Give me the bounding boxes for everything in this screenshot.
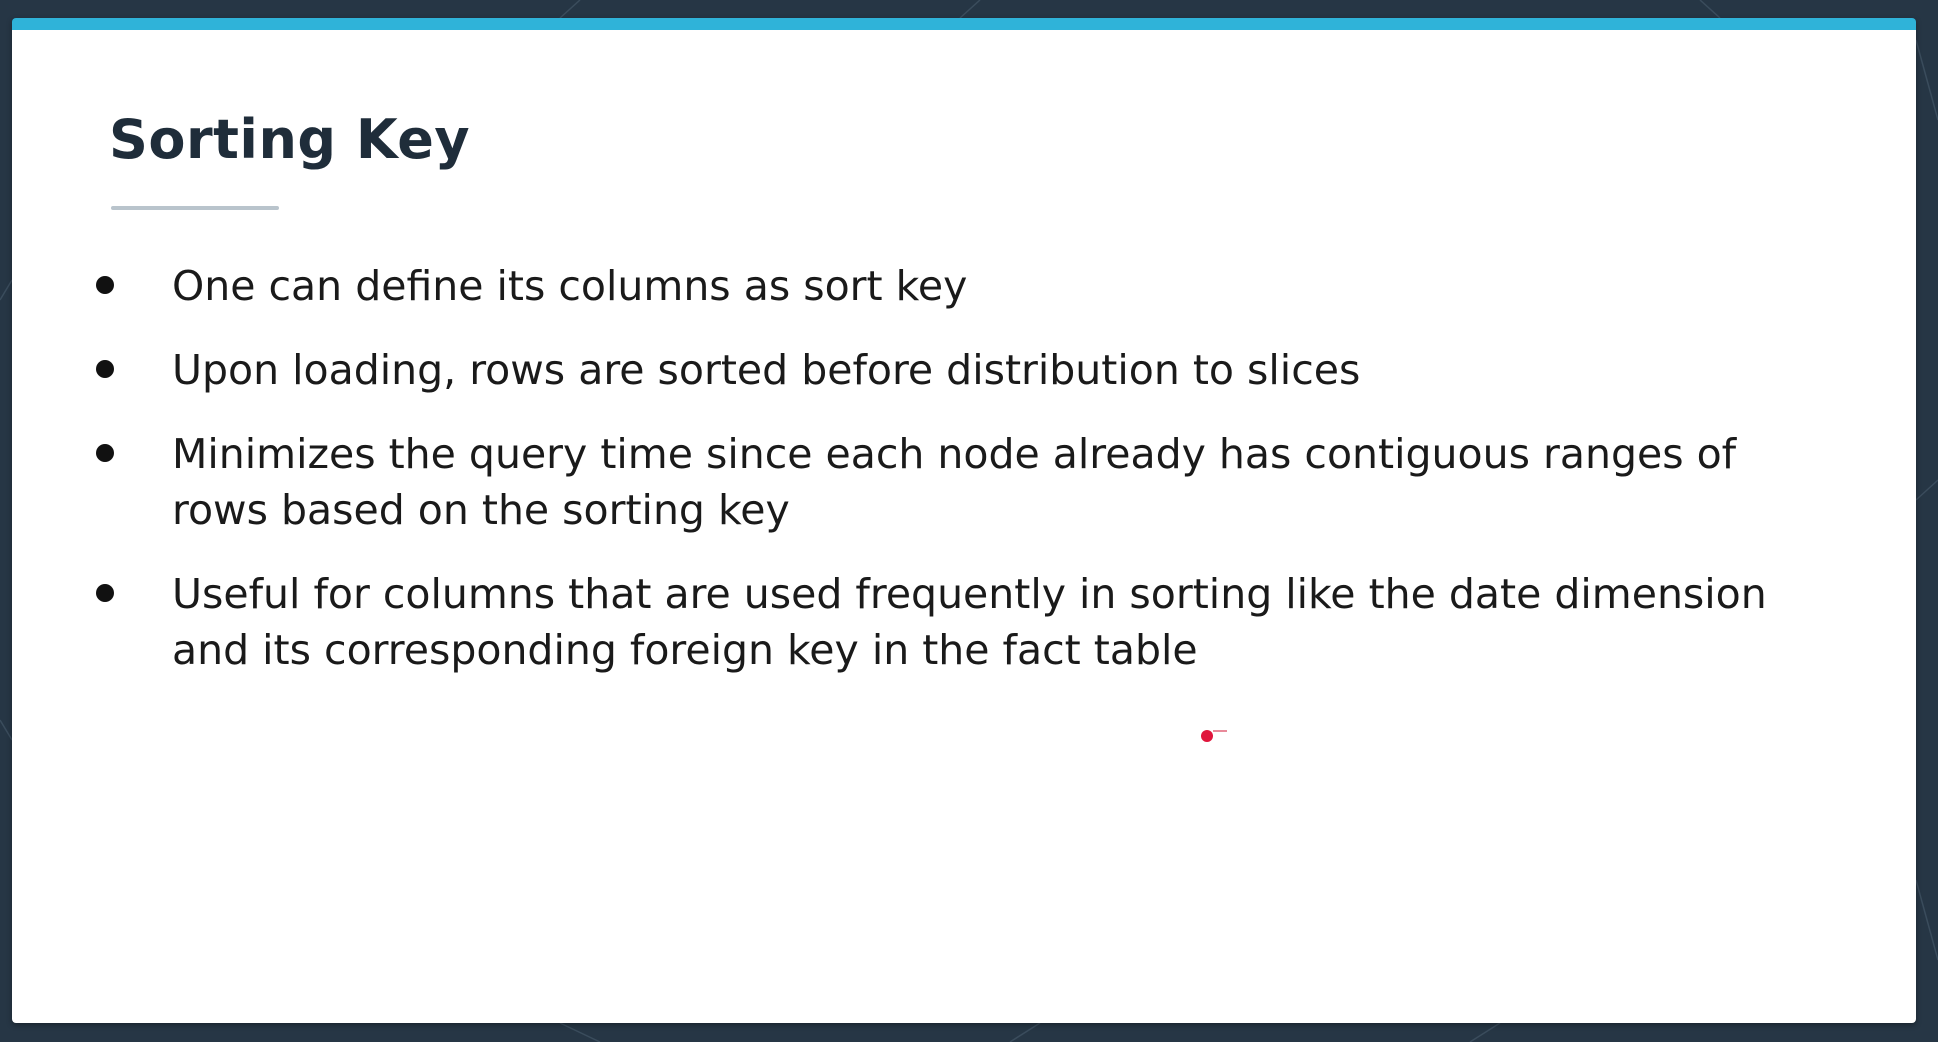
bullet-text: Upon loading, rows are sorted before dis… (172, 346, 1361, 394)
bullet-icon (96, 276, 114, 294)
bullet-text: One can define its columns as sort key (172, 262, 968, 310)
bullet-icon (96, 584, 114, 602)
bullet-text: Minimizes the query time since each node… (172, 430, 1737, 534)
bullet-icon (96, 444, 114, 462)
laser-pointer-trail (1213, 730, 1227, 732)
bullet-icon (96, 360, 114, 378)
bullet-list: One can define its columns as sort key U… (12, 30, 1916, 1023)
slide: Sorting Key One can define its columns a… (12, 18, 1916, 1023)
laser-pointer-icon (1201, 730, 1213, 742)
slide-title: Sorting Key (109, 108, 471, 171)
title-underline (111, 206, 279, 210)
bullet-text: Useful for columns that are used frequen… (172, 570, 1767, 674)
